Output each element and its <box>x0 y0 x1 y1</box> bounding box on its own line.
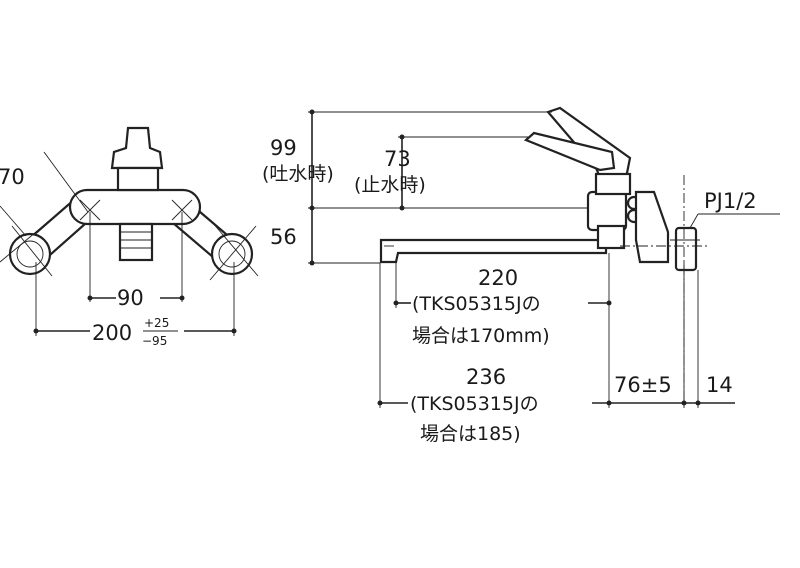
dim-99-label: 99 <box>270 136 297 160</box>
dim-73-note: (止水時) <box>354 174 426 196</box>
front-view: 70 90 200 +25 −95 <box>0 126 259 348</box>
valve-body <box>586 190 628 232</box>
dim-73-label: 73 <box>384 147 411 171</box>
left-union-nut <box>8 232 52 276</box>
dim-236-note-line2: 場合は185) <box>420 423 521 445</box>
dim-236-note-line1: (TKS05315Jの <box>410 393 539 415</box>
dim-200-label: 200 <box>92 321 132 345</box>
dim-14-label: 14 <box>706 373 733 397</box>
lever-handle <box>110 126 164 170</box>
dim-200-tol-minus: −95 <box>142 334 167 348</box>
handle-base <box>116 166 160 192</box>
dim-76-label: 76±5 <box>614 373 672 397</box>
faucet-body <box>68 188 202 226</box>
connector-body <box>634 190 670 264</box>
side-view: 99 (吐水時) 73 (止水時) 56 PJ1/2 220 (TKS05315… <box>262 106 780 445</box>
union-nut <box>674 226 698 272</box>
dim-220-label: 220 <box>478 266 518 290</box>
dim-90-label: 90 <box>117 286 144 310</box>
lever-arm-closed <box>523 131 616 172</box>
valve-bottom <box>596 224 626 250</box>
dim-99-note: (吐水時) <box>262 163 334 185</box>
valve-top <box>594 172 632 196</box>
dim-56-label: 56 <box>270 225 297 249</box>
spout <box>379 238 608 264</box>
dim-70-label: 70 <box>0 165 25 189</box>
thread-size-label: PJ1/2 <box>704 189 757 213</box>
dim-236-label: 236 <box>466 365 506 389</box>
spout-nozzle <box>118 222 154 262</box>
dim-220-note-line2: 場合は170mm) <box>412 325 550 347</box>
dim-200-tol-plus: +25 <box>144 316 169 330</box>
dim-220-note-line1: (TKS05315Jの <box>412 293 541 315</box>
